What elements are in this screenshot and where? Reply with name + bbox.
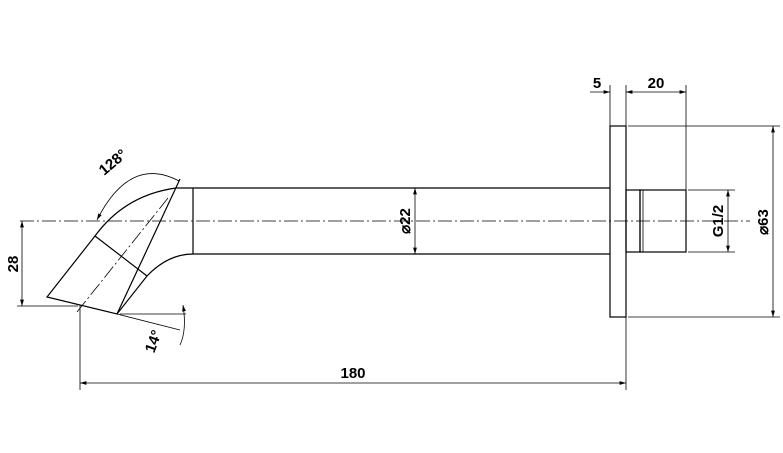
spout: [45, 178, 194, 315]
dim-total-length: 180: [340, 365, 365, 382]
dimension-spout-drop: 28: [5, 221, 78, 307]
dim-outlet-angle: 14°: [142, 328, 166, 355]
dim-thread-length: 20: [648, 75, 665, 92]
dim-bend-angle: 128°: [96, 146, 131, 179]
dim-thread-size: G1/2: [710, 205, 727, 238]
pipe-body: [20, 187, 750, 255]
dimension-flange-thread: 5 20: [590, 75, 687, 390]
dimension-thread-size: G1/2: [688, 189, 735, 253]
dim-spout-drop: 28: [5, 256, 22, 273]
dim-flange-thickness: 5: [593, 75, 601, 92]
dim-flange-diameter: ⌀63: [755, 209, 772, 235]
dimension-total-length: 180: [79, 305, 626, 390]
wall-flange: [609, 125, 627, 318]
dimension-pipe-diameter: ⌀22: [397, 188, 417, 254]
dimension-flange-diameter: ⌀63: [628, 125, 780, 318]
dim-pipe-diameter: ⌀22: [397, 208, 414, 234]
dimension-outlet-angle: 14°: [116, 304, 186, 355]
